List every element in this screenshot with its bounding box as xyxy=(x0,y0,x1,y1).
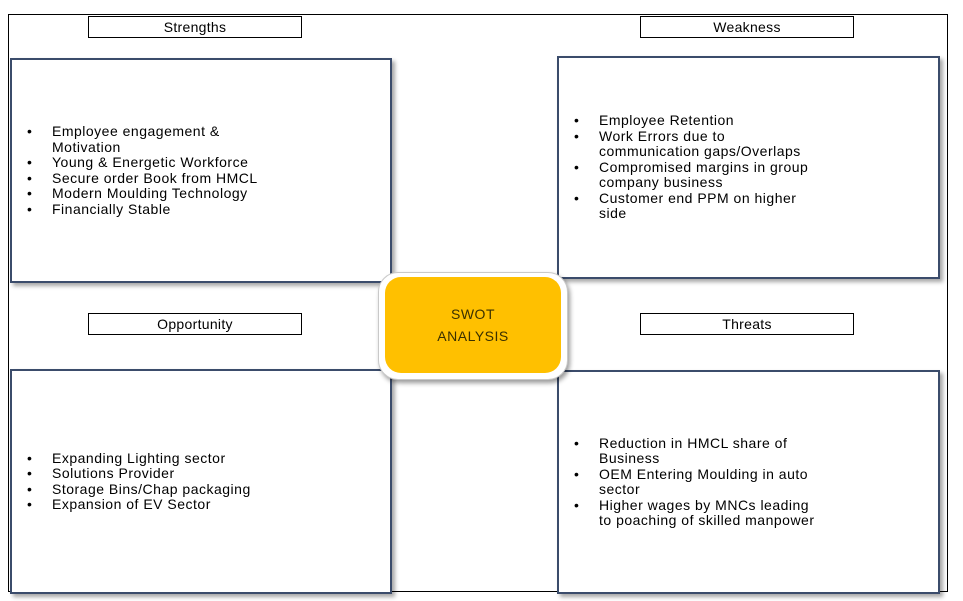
weakness-box: Employee Retention Work Errors due to co… xyxy=(557,56,940,279)
list-item: Employee engagement & xyxy=(27,123,390,140)
swot-frame xyxy=(8,14,948,592)
threats-box: Reduction in HMCL share of Business OEM … xyxy=(557,370,940,594)
list-item: Expansion of EV Sector xyxy=(27,496,390,513)
strengths-title: Strengths xyxy=(88,16,302,38)
list-item: Young & Energetic Workforce xyxy=(27,154,390,171)
threats-title: Threats xyxy=(640,313,854,335)
strengths-box: Employee engagement & Motivation Young &… xyxy=(10,58,392,283)
list-item-continuation: to poaching of skilled manpower xyxy=(599,512,815,528)
list-item: Secure order Book from HMCL xyxy=(27,170,390,187)
swot-label-line2: ANALYSIS xyxy=(437,328,509,344)
list-item-continuation: company business xyxy=(599,174,723,191)
list-item: Customer end PPM on higher xyxy=(574,190,938,207)
threats-list: Reduction in HMCL share of Business OEM … xyxy=(559,435,938,529)
list-item: Compromised margins in group xyxy=(574,159,938,176)
list-item-continuation: sector xyxy=(599,481,641,497)
opportunity-title: Opportunity xyxy=(88,313,302,335)
list-item-continuation: side xyxy=(599,205,627,222)
list-item: Solutions Provider xyxy=(27,465,390,482)
weakness-list: Employee Retention Work Errors due to co… xyxy=(559,113,938,222)
list-item-continuation: communication gaps/Overlaps xyxy=(599,143,801,160)
list-item: Employee Retention xyxy=(574,113,938,129)
list-item: Financially Stable xyxy=(27,201,390,218)
swot-center-badge: SWOT ANALYSIS xyxy=(378,272,568,380)
list-item: OEM Entering Moulding in auto xyxy=(574,466,938,483)
list-item: Work Errors due to xyxy=(574,128,938,145)
list-item: Storage Bins/Chap packaging xyxy=(27,481,390,498)
swot-label-line1: SWOT xyxy=(451,306,495,322)
list-item-continuation: Business xyxy=(599,450,660,466)
swot-center-fill: SWOT ANALYSIS xyxy=(385,277,561,373)
list-item: Modern Moulding Technology xyxy=(27,185,390,202)
list-item: Reduction in HMCL share of xyxy=(574,435,938,452)
list-item: Expanding Lighting sector xyxy=(27,450,390,467)
opportunity-list: Expanding Lighting sector Solutions Prov… xyxy=(12,450,390,513)
list-item-continuation: Motivation xyxy=(52,138,121,155)
list-item: Higher wages by MNCs leading xyxy=(574,497,938,514)
weakness-title: Weakness xyxy=(640,16,854,38)
opportunity-box: Expanding Lighting sector Solutions Prov… xyxy=(10,369,392,594)
strengths-list: Employee engagement & Motivation Young &… xyxy=(12,123,390,218)
